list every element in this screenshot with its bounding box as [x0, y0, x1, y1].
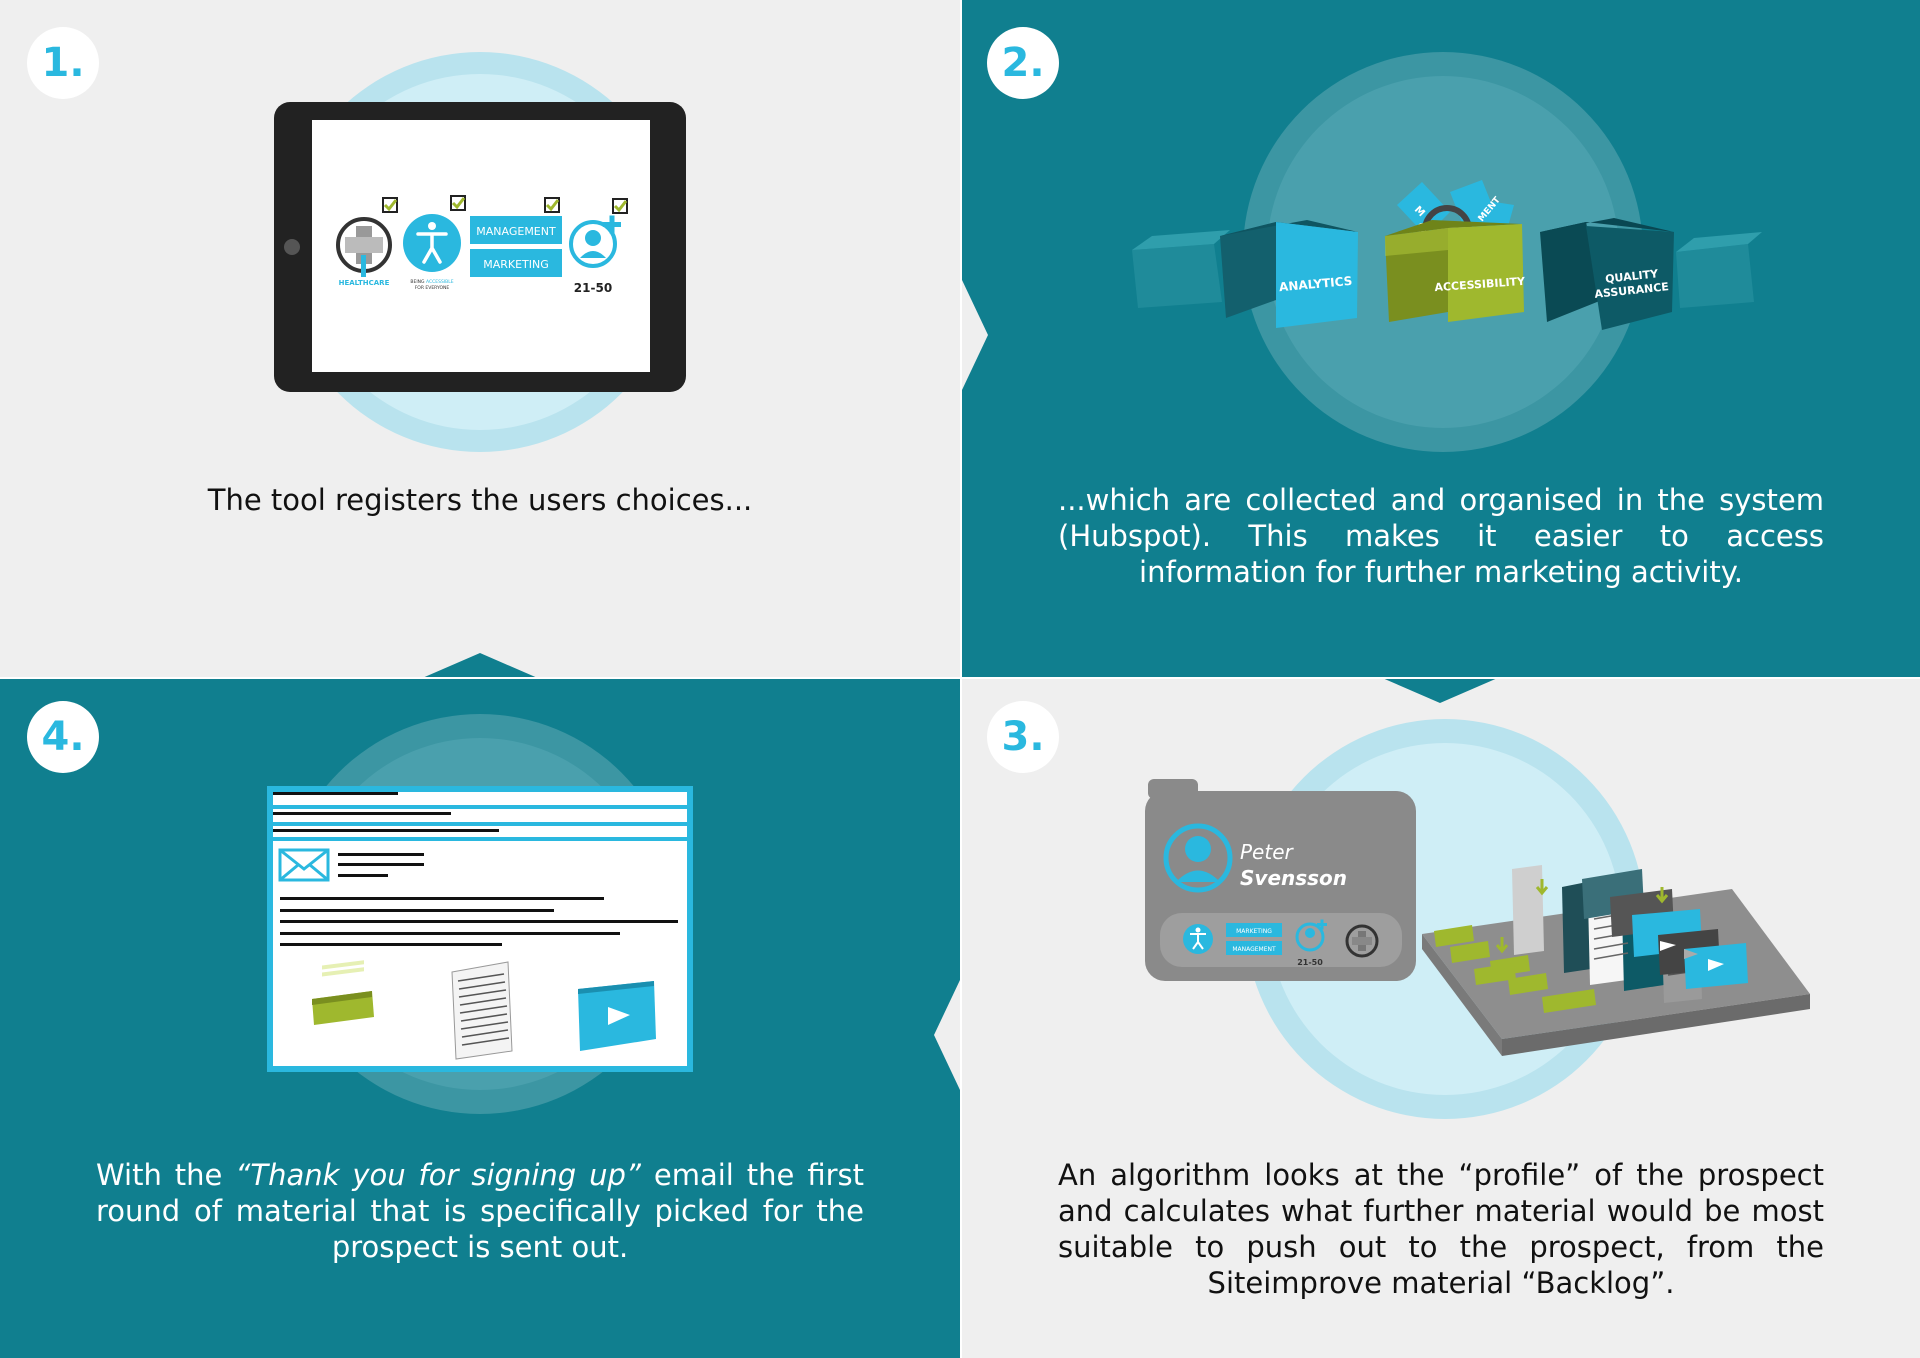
flow-arrow-up: [420, 653, 540, 679]
profile-last-name: Svensson: [1240, 866, 1347, 890]
profile-first-name: Peter: [1240, 840, 1295, 864]
boxes-illustration: ANALYTICS M MENT ACCESSIBILITY QUALITY A…: [1132, 52, 1762, 452]
video-icon: [578, 981, 656, 1051]
email-illustration: [267, 714, 693, 1114]
panel-step-1: HEALTHCARE BEING ACCESSIBLE FOR EVERYONE…: [0, 0, 960, 677]
accessibility-label: ACCESSIBILITY: [1434, 275, 1526, 294]
analytics-box: [1220, 220, 1358, 328]
step-4-caption-before: With the: [96, 1158, 236, 1192]
step-number-1: 1.: [41, 40, 85, 86]
backlog-webpages: [1434, 925, 1596, 1013]
step-badge-2: 2.: [987, 27, 1059, 99]
step-4-caption-emphasis: “Thank you for signing up”: [235, 1158, 641, 1192]
healthcare-icon: [336, 217, 392, 277]
checkbox-icon: [450, 195, 466, 211]
step-2-caption: ...which are collected and organised in …: [1058, 483, 1824, 589]
step-4-caption-after: email the first round of material that i…: [96, 1158, 864, 1264]
healthcare-label: HEALTHCARE: [339, 279, 390, 287]
analytics-label: ANALYTICS: [1278, 274, 1352, 294]
management-tag: [470, 216, 562, 244]
marketing-tag: [470, 249, 562, 277]
accessibility-box: [1385, 220, 1524, 322]
profile-management-label: MANAGEMENT: [1232, 946, 1276, 953]
panel-step-2: ANALYTICS M MENT ACCESSIBILITY QUALITY A…: [962, 0, 1920, 677]
document-icon: [451, 961, 513, 1060]
profile-marketing-label: MARKETING: [1236, 928, 1272, 935]
step-4-caption: With the “Thank you for signing up” emai…: [96, 1157, 864, 1265]
management-label: MANAGEMENT: [476, 225, 556, 238]
avatar-icon: [1163, 823, 1233, 893]
step-badge-4: 4.: [27, 701, 99, 773]
tablet-home-button: [284, 239, 300, 255]
marketing-label: MARKETING: [483, 258, 549, 271]
backlog-videos: [1582, 869, 1748, 989]
small-cube-left: [1132, 230, 1230, 308]
profile-size-label: 21-50: [1297, 958, 1323, 967]
checkbox-icon: [544, 197, 560, 213]
accessible-label-3: FOR EVERYONE: [415, 285, 450, 291]
download-arrow-icon: [1495, 879, 1669, 954]
company-size-label: 21-50: [574, 281, 612, 295]
accessibility-icon: [1183, 924, 1213, 954]
flow-arrow-right: [962, 280, 988, 390]
panel-step-4: 4. With the “Thank you for signing up” e…: [0, 679, 960, 1358]
user-add-icon: [1295, 919, 1327, 952]
step-number-2: 2.: [1001, 40, 1045, 86]
accessible-label-2: ACCESSIBLE: [426, 279, 454, 285]
management-tag: [1226, 941, 1282, 955]
quality-label-1: QUALITY: [1605, 267, 1660, 286]
step-badge-1: 1.: [27, 27, 99, 99]
flow-arrow-down: [1380, 677, 1500, 703]
envelope-icon: [278, 848, 330, 882]
webpage-icon: [312, 960, 374, 1025]
checkbox-icon: [382, 197, 398, 213]
step-number-3: 3.: [1001, 714, 1045, 760]
svg-text:BEING ACCESSIBLE: BEING ACCESSIBLE: [410, 279, 453, 285]
accessible-label-1: BEING: [410, 279, 426, 285]
healthcare-icon: [1345, 924, 1379, 958]
user-add-icon: [569, 215, 621, 268]
panel-step-3: Peter Svensson MARKETING MANAGEMENT 21-5…: [962, 679, 1920, 1358]
checkbox-icon: [612, 198, 628, 214]
step-number-4: 4.: [41, 714, 85, 760]
tablet-illustration: HEALTHCARE BEING ACCESSIBLE FOR EVERYONE…: [274, 52, 686, 452]
step-3-caption: An algorithm looks at the “profile” of t…: [1058, 1158, 1824, 1300]
flow-arrow-left: [934, 980, 960, 1090]
quality-assurance-box: [1540, 218, 1674, 330]
small-cube-right: [1676, 232, 1762, 308]
step-1-caption: The tool registers the users choices...: [207, 483, 753, 517]
accessibility-icon: [403, 214, 461, 272]
step-badge-3: 3.: [987, 701, 1059, 773]
vertical-divider: [960, 0, 962, 1358]
profile-backlog-illustration: Peter Svensson MARKETING MANAGEMENT 21-5…: [1145, 719, 1810, 1119]
horizontal-divider: [0, 677, 1920, 679]
marketing-tag: [1226, 923, 1282, 937]
